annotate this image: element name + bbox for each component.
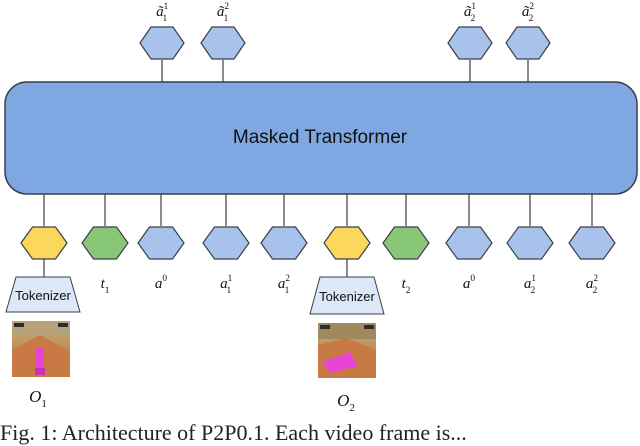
observation-token-1: [20, 194, 68, 277]
tokenizer-1: Tokenizer: [5, 276, 81, 313]
game-frame-image-1: [12, 321, 70, 377]
action-token-8: a0: [445, 194, 493, 292]
observation-token-6: [323, 194, 371, 277]
action-token-3: a0: [137, 194, 185, 292]
figure-caption: Fig. 1: Architecture of P2P0.1. Each vid…: [0, 420, 467, 445]
tokenizer-1-label: Tokenizer: [15, 288, 71, 303]
masked-transformer-label: Masked Transformer: [233, 127, 408, 148]
tokenizer-2-label: Tokenizer: [319, 289, 375, 304]
input-token-label-8: a0: [463, 274, 476, 292]
text-token-2: t1: [81, 194, 129, 296]
input-token-label-3: a0: [155, 274, 168, 292]
text-token-7: t2: [382, 194, 430, 296]
game-frame-image-2: [318, 323, 376, 378]
input-token-label-7: t2: [402, 276, 411, 296]
observation-2-label: O2: [337, 391, 355, 414]
input-token-label-2: t1: [101, 276, 110, 296]
observation-1-label: O1: [29, 387, 47, 410]
masked-transformer-block: [4, 81, 638, 195]
tokenizer-2: Tokenizer: [309, 276, 385, 315]
